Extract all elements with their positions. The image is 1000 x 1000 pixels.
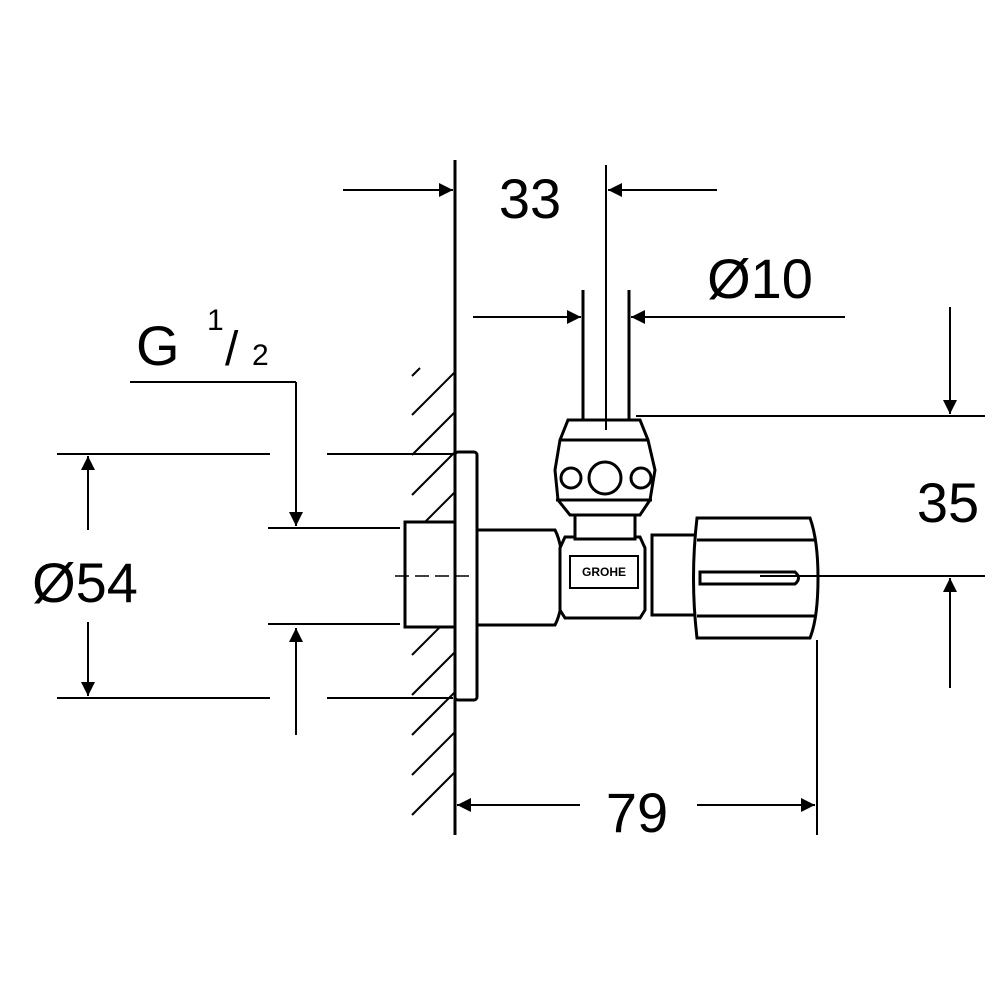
thread-slash: / (225, 323, 239, 376)
dimension-35 (636, 307, 985, 688)
thread-denominator: 2 (252, 339, 269, 372)
dimension-79-label: 79 (606, 781, 668, 844)
brand-logo: GROHE (569, 555, 639, 589)
dimension-35-label: 35 (917, 471, 979, 534)
inlet-thread (403, 520, 459, 629)
brand-text: GROHE (582, 565, 626, 579)
dimension-d10-label: Ø10 (707, 247, 813, 310)
thread-letter: G (136, 314, 180, 377)
dimension-d54 (57, 453, 453, 699)
dimension-33-label: 33 (499, 167, 561, 230)
collar (650, 533, 699, 617)
thread-label: G 1 / 2 (136, 304, 269, 377)
dimension-d54-label: Ø54 (32, 551, 138, 614)
valve-body (403, 290, 820, 702)
wall (411, 160, 457, 835)
dimension-thread (130, 381, 400, 735)
dimension-79 (457, 640, 818, 835)
dimension-33 (343, 165, 717, 430)
handle-slot (698, 570, 800, 586)
inlet-pipe (475, 528, 565, 627)
top-neck (573, 513, 637, 541)
valve-spindle (587, 460, 623, 496)
thread-numerator: 1 (207, 304, 224, 337)
